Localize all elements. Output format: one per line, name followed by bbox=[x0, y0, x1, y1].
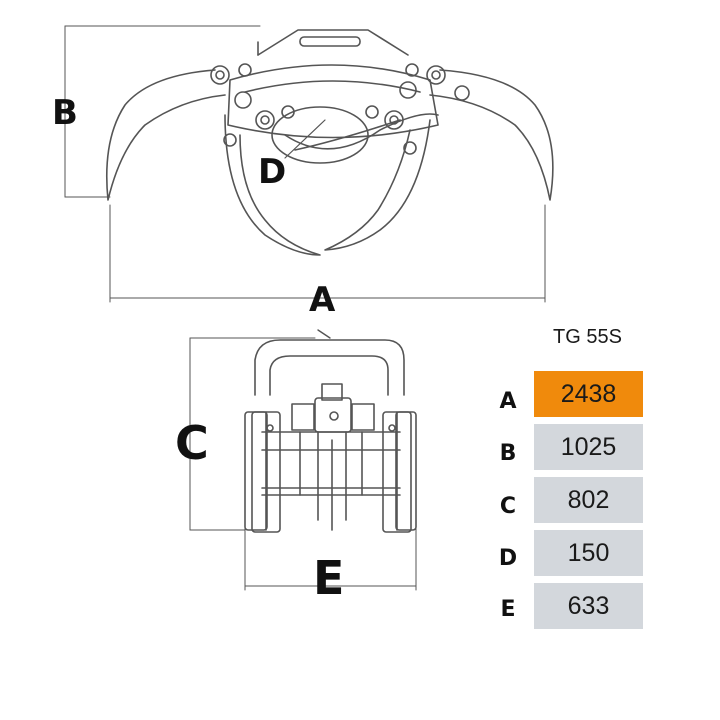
cell-bg-e bbox=[534, 583, 643, 629]
grapple-top-view bbox=[64, 25, 554, 303]
grapple-front-view bbox=[189, 329, 417, 591]
cell-bg-a bbox=[534, 371, 643, 417]
dim-label-d: D bbox=[258, 152, 287, 192]
cell-bg-c bbox=[534, 477, 643, 523]
cell-value-d: 150 bbox=[567, 539, 610, 567]
cell-value-b: 1025 bbox=[560, 433, 617, 461]
spec-table-cells bbox=[534, 371, 643, 629]
dim-label-c: C bbox=[175, 416, 209, 470]
cell-bg-d bbox=[534, 530, 643, 576]
row-label-e: E bbox=[500, 597, 516, 622]
row-label-d: D bbox=[498, 546, 518, 571]
cell-value-e: 633 bbox=[567, 592, 610, 620]
cell-value-c: 802 bbox=[567, 486, 610, 514]
model-title: TG 55S bbox=[553, 326, 622, 348]
row-label-a: A bbox=[499, 389, 517, 414]
cell-bg-b bbox=[534, 424, 643, 470]
dim-label-b: B bbox=[52, 93, 78, 133]
dim-label-e: E bbox=[313, 551, 345, 605]
dim-label-a: A bbox=[309, 280, 336, 320]
row-label-b: B bbox=[499, 441, 517, 466]
row-label-c: C bbox=[499, 494, 517, 519]
cell-value-a: 2438 bbox=[560, 380, 617, 408]
